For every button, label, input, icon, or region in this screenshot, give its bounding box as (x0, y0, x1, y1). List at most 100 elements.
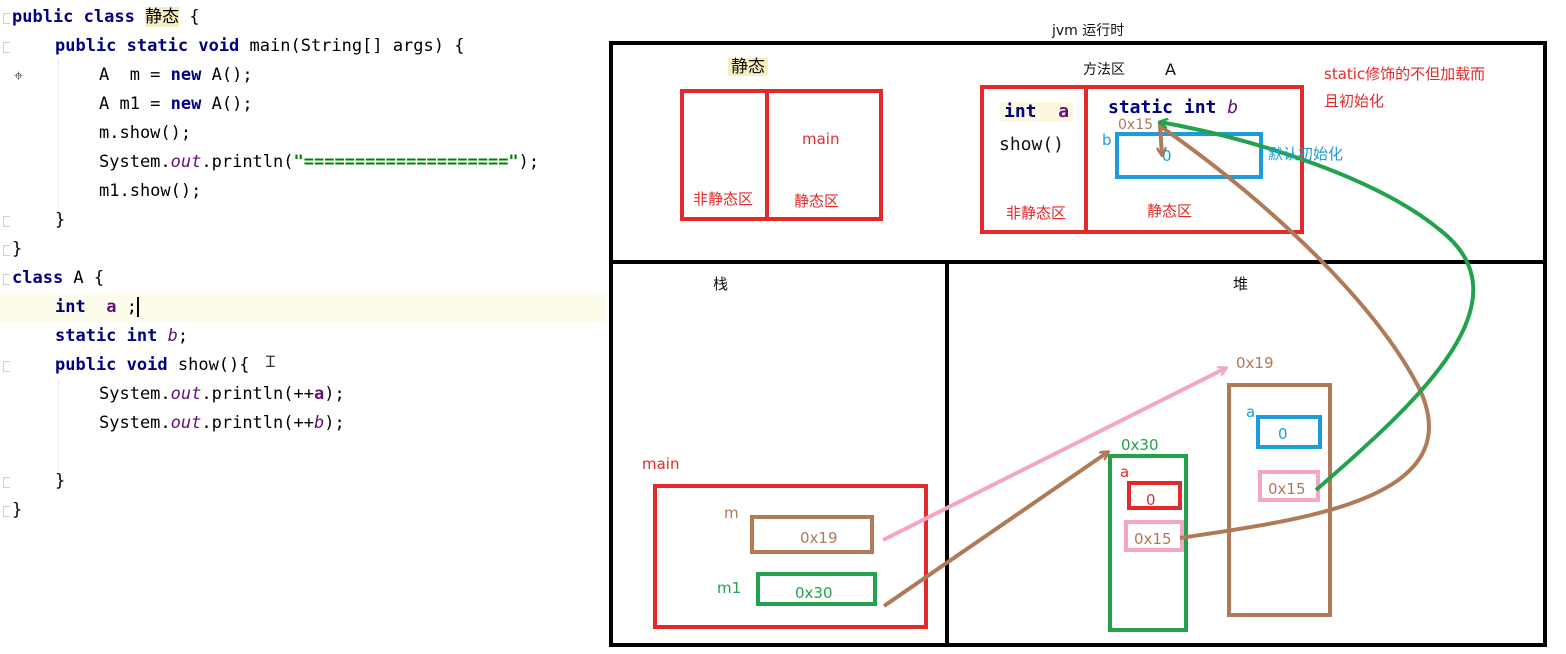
arrow-m1-to-0x30 (882, 452, 1108, 608)
method-area-class-name: A (1165, 60, 1176, 79)
code-text: m1.show(); (99, 181, 202, 201)
static-note-line2: 且初始化 (1324, 92, 1385, 110)
code-line[interactable]: } (0, 467, 606, 496)
code-line[interactable]: System.out.println("====================… (0, 148, 606, 177)
code-line[interactable]: public void show(){ Ɪ (0, 351, 606, 380)
code-text: .println(++ (201, 384, 314, 404)
arrow-m-to-0x19 (882, 368, 1226, 542)
static-b-box (1115, 132, 1263, 179)
heap-title: 堆 (1233, 275, 1249, 293)
code-line[interactable]: static int b; (0, 322, 606, 351)
method-area-non-static-label: 非静态区 (1006, 204, 1067, 222)
code-line[interactable]: System.out.println(++b); (0, 409, 606, 438)
code-editor[interactable]: public class 静态 { public static void mai… (0, 0, 606, 654)
code-text: } (12, 239, 23, 259)
heap-0x19-static-ref: 0x15 (1268, 480, 1306, 498)
text-caret (136, 297, 139, 317)
static-method-label: main (802, 130, 840, 148)
fold-marker-icon[interactable] (3, 477, 10, 488)
non-static-area-label: 非静态区 (693, 190, 754, 208)
indent-guide (58, 60, 59, 230)
heap-0x19-a-box (1256, 415, 1322, 449)
fold-marker-icon[interactable] (3, 42, 10, 53)
heap-0x19-a-value: 0 (1278, 425, 1288, 443)
code-line[interactable]: public static void main(String[] args) { (0, 32, 606, 61)
code-text: { (179, 7, 200, 27)
diagram-title: jvm 运行时 (1052, 23, 1125, 39)
code-text: .println( (201, 152, 294, 172)
keyword: new (170, 94, 202, 114)
code-line[interactable]: } (0, 496, 606, 525)
code-text: A m = (99, 65, 171, 85)
keyword: class (83, 7, 135, 27)
code-text: ); (518, 152, 540, 172)
method-area-static-b: static int b (1108, 99, 1238, 117)
code-line[interactable]: } (0, 235, 606, 264)
static-b-value: 0 (1162, 147, 1172, 165)
static-field-name: b (1227, 97, 1239, 118)
arrow-0x30-static-to-method-area (1160, 121, 1431, 540)
fold-marker-icon[interactable] (3, 506, 10, 517)
static-note-line1: static修饰的不但加载而 (1324, 65, 1486, 83)
var-m-label: m (724, 504, 739, 522)
static-field-name: b (313, 413, 325, 433)
code-text: show(){ (167, 355, 250, 375)
code-text: ); (324, 413, 345, 433)
code-text: System. (99, 413, 171, 433)
keyword: new (170, 65, 202, 85)
fold-marker-icon[interactable] (3, 245, 10, 256)
var-m1-value: 0x30 (795, 584, 833, 602)
static-field: out (170, 152, 202, 172)
field-name: a (1058, 101, 1070, 122)
code-text: A m1 = (99, 94, 171, 114)
default-init-note: 默认初始化 (1268, 145, 1344, 163)
code-line[interactable]: System.out.println(++a); (0, 380, 606, 409)
code-text: System. (99, 384, 171, 404)
static-field: out (170, 413, 202, 433)
code-line[interactable]: } (0, 206, 606, 235)
fold-marker-icon[interactable] (3, 216, 10, 227)
code-line[interactable]: m1.show(); (0, 177, 606, 206)
heap-0x30-a-label: a (1120, 463, 1130, 481)
code-line[interactable]: m.show(); (0, 119, 606, 148)
static-class-title: 静态 (728, 58, 768, 76)
code-line[interactable]: A m1 = new A(); (0, 90, 606, 119)
code-text: ; (177, 326, 189, 346)
method-area-address: 0x15 (1118, 117, 1154, 133)
stack-frame-label: main (642, 455, 680, 473)
code-text: System. (99, 152, 171, 172)
code-text: ; (116, 297, 137, 317)
heap-0x30-a-value: 0 (1146, 491, 1156, 509)
method-area-show: show() (999, 134, 1065, 155)
code-line[interactable]: ⌖ A m = new A(); (0, 61, 606, 90)
keyword: static int (1108, 97, 1217, 118)
keyword: void (198, 36, 240, 56)
stack-title: 栈 (713, 275, 729, 293)
code-line[interactable]: public class 静态 { (0, 3, 606, 32)
keyword: void (126, 355, 168, 375)
code-text: ); (324, 384, 345, 404)
keyword: public (12, 7, 74, 27)
code-line[interactable] (0, 438, 606, 467)
var-m-value: 0x19 (800, 529, 838, 547)
heap-object-0x19 (1227, 383, 1332, 617)
fold-marker-icon[interactable] (3, 13, 10, 24)
fold-marker-icon[interactable] (3, 361, 10, 372)
heap-0x30-static-ref: 0x15 (1134, 530, 1172, 548)
keyword: class (12, 268, 64, 288)
current-code-line[interactable]: int a ; (0, 293, 606, 322)
indent-guide (58, 380, 59, 480)
var-m1-label: m1 (717, 579, 742, 597)
keyword: public (55, 355, 117, 375)
static-area-label: 静态区 (794, 192, 840, 210)
field-name: a (313, 384, 325, 404)
code-text: .println(++ (201, 413, 314, 433)
code-line[interactable]: class A { (0, 264, 606, 293)
code-text: A(); (201, 65, 253, 85)
heap-0x19-address: 0x19 (1236, 354, 1274, 372)
runtime-frame (609, 41, 1547, 647)
heap-0x19-a-label: a (1246, 403, 1256, 421)
class-name: 静态 (145, 7, 180, 27)
method-area-title: 方法区 (1083, 62, 1125, 78)
fold-marker-icon[interactable] (3, 274, 10, 285)
